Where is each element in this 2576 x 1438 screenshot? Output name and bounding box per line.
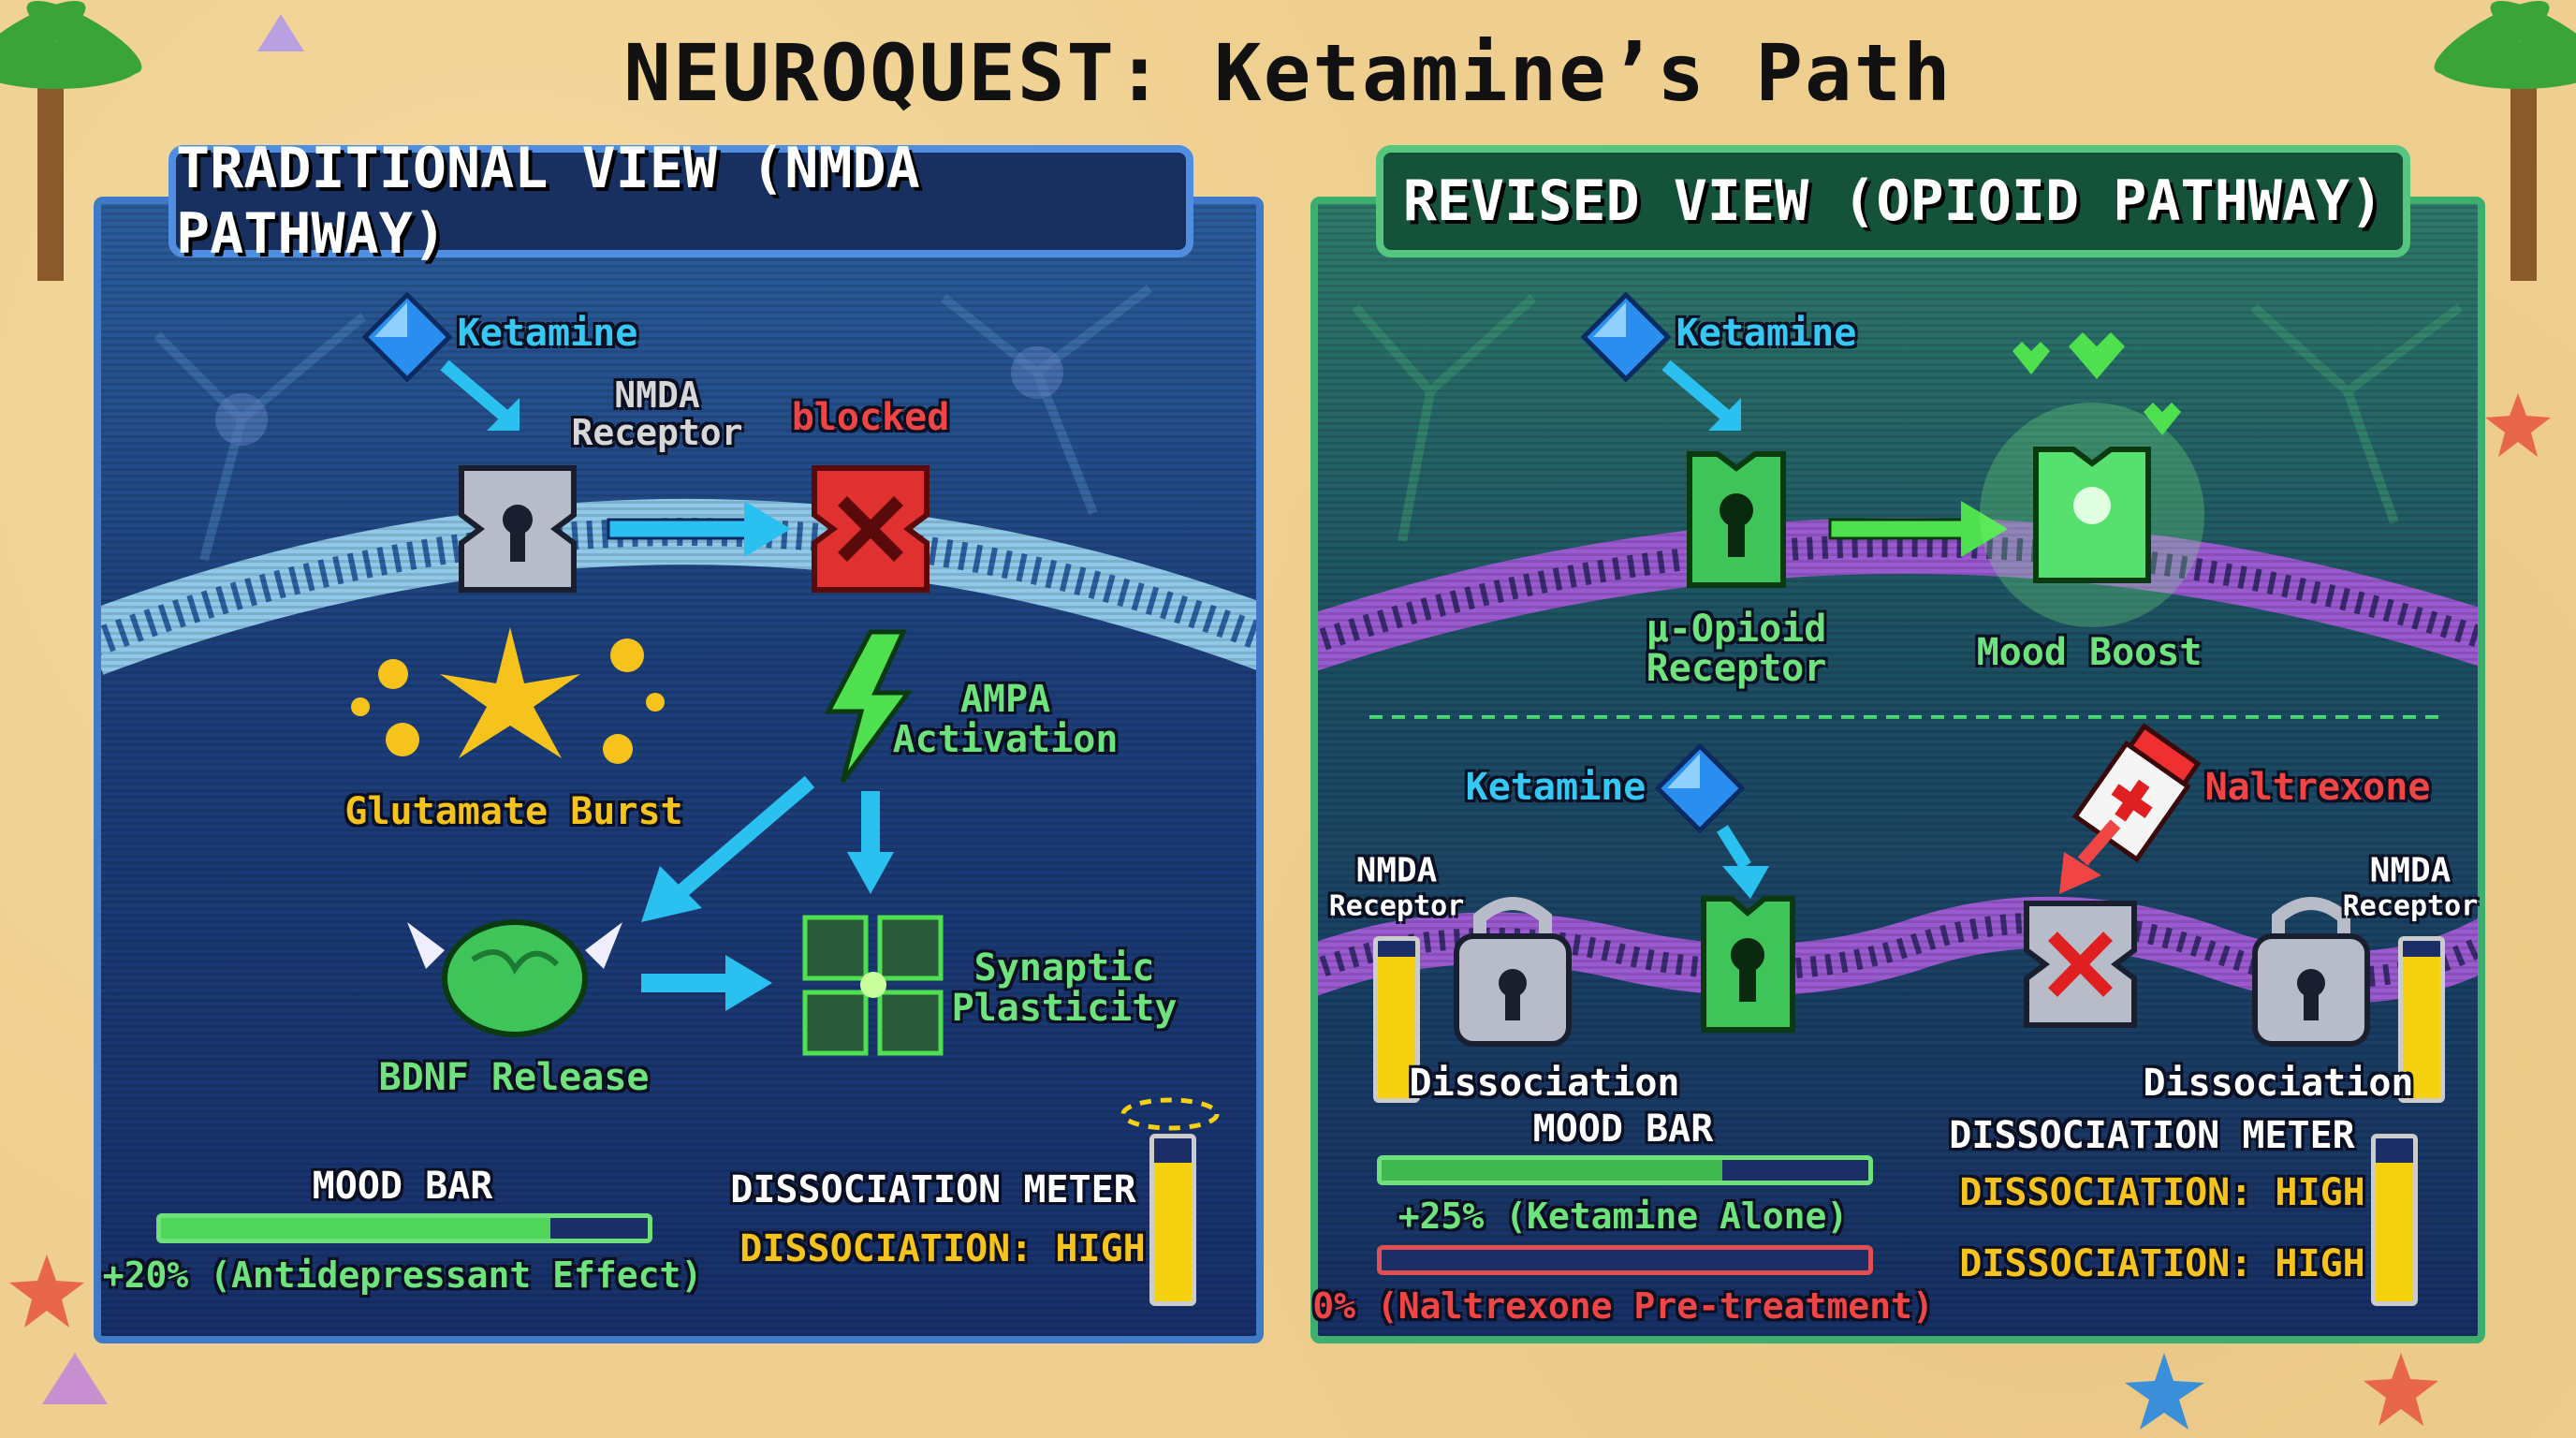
mood-bar-fill: [1382, 1160, 1722, 1181]
traditional-view-panel: [94, 197, 1264, 1343]
nmda-padlock-icon: [2252, 897, 2370, 1047]
dissociation-level-text: DISSOCIATION: HIGH: [739, 1227, 1146, 1270]
palm-tree-icon: [2434, 0, 2576, 281]
ketamine-crystal-icon: [1580, 291, 1672, 383]
arrow-down-left-icon: [2059, 819, 2121, 894]
mood-bar-label: MOOD BAR: [312, 1165, 493, 1208]
ketamine-label-lower: Ketamine: [1465, 766, 1647, 809]
seashell-icon: [42, 1353, 108, 1404]
dissociation-meter-label: DISSOCIATION METER: [1949, 1114, 2355, 1157]
glutamate-burst-label: Glutamate Burst: [344, 790, 683, 833]
arrow-down-icon: [1717, 825, 1769, 899]
lightning-bolt-icon: [824, 629, 913, 784]
dizzy-swirl-icon: [1120, 1097, 1220, 1131]
nmda-receptor-label-2: Receptor: [571, 412, 743, 453]
bdnf-brain-icon: [407, 919, 622, 1037]
arrow-down-icon: [847, 791, 894, 894]
mood-bar-ketamine-alone: [1377, 1155, 1873, 1185]
side-meter-fill: [1378, 956, 1415, 1098]
nmda-padlock-icon: [1454, 897, 1572, 1047]
mood-boost-label: Mood Boost: [1976, 631, 2203, 674]
page-title: NEUROQUEST: Ketamine’s Path: [623, 27, 1953, 119]
seashell-icon: [257, 14, 304, 51]
ketamine-label: Ketamine: [1676, 312, 1857, 355]
arrow-down-right-icon: [440, 360, 520, 431]
revised-view-header: REVISED VIEW (OPIOID PATHWAY): [1376, 145, 2410, 257]
arrow-right-icon: [1828, 501, 2008, 557]
synaptic-plasticity-label-2: Plasticity: [951, 987, 1178, 1030]
dissociation-side-meter-left: [1373, 936, 1420, 1103]
nmda-receptor-label-left: NMDA: [1355, 851, 1438, 890]
dissociation-meter: [1149, 1134, 1196, 1306]
glutamate-burst-icon: [351, 627, 665, 764]
bdnf-release-label: BDNF Release: [378, 1056, 650, 1099]
mood-bar-fill: [161, 1218, 550, 1239]
nmda-receptor-label-left-2: Receptor: [1328, 889, 1465, 923]
starfish-icon: [9, 1255, 84, 1328]
mood-bar-label: MOOD BAR: [1532, 1108, 1714, 1151]
arrow-down-right-icon: [1661, 360, 1741, 431]
blocked-label: blocked: [791, 396, 950, 439]
side-meter-fill: [2403, 956, 2440, 1098]
mu-opioid-receptor-label: µ-Opioid: [1646, 608, 1827, 651]
dissociation-meter-fill: [1154, 1163, 1192, 1301]
revised-view-panel: [1310, 197, 2485, 1343]
arrow-right-icon: [641, 955, 772, 1011]
arrow-down-left-icon: [641, 775, 815, 922]
mood-bar: [156, 1213, 652, 1243]
mu-opioid-receptor-icon: [1701, 896, 1795, 1033]
nmda-receptor-label-right-2: Receptor: [2342, 889, 2479, 923]
nmda-receptor-label: NMDA: [614, 374, 700, 416]
starfish-icon: [2364, 1353, 2438, 1426]
dissociation-level-text: DISSOCIATION: HIGH: [1959, 1171, 2365, 1214]
ketamine-label: Ketamine: [457, 312, 638, 355]
dissociation-meter: [2371, 1134, 2418, 1306]
mood-bar-naltrexone: [1377, 1245, 1873, 1275]
traditional-view-header: TRADITIONAL VIEW (NMDA PATHWAY): [168, 136, 1193, 267]
ketamine-crystal-icon: [1654, 742, 1746, 834]
naltrexone-label: Naltrexone: [2204, 766, 2431, 809]
ampa-label-2: Activation: [892, 718, 1119, 761]
dissociation-meter-label: DISSOCIATION METER: [730, 1168, 1136, 1211]
ampa-label: AMPA: [959, 678, 1051, 721]
starfish-icon: [2125, 1353, 2204, 1430]
dissociation-label-right: Dissociation: [2143, 1062, 2414, 1105]
blocked-receptor-icon: [2024, 901, 2137, 1028]
dissociation-side-meter-right: [2398, 936, 2445, 1103]
mood-naltrexone-text: 0% (Naltrexone Pre-treatment): [1312, 1285, 1934, 1327]
mood-ketamine-alone-text: +25% (Ketamine Alone): [1398, 1196, 1849, 1237]
ketamine-crystal-icon: [361, 291, 453, 383]
blocked-receptor-icon: [812, 465, 929, 593]
arrow-right-icon: [607, 501, 791, 557]
mu-opioid-receptor-icon: [1687, 451, 1786, 588]
synaptic-plasticity-label: Synaptic: [973, 946, 1155, 990]
dissociation-label-left: Dissociation: [1409, 1062, 1680, 1105]
mu-opioid-receptor-label-2: Receptor: [1646, 647, 1827, 690]
dissociation-meter-fill: [2376, 1163, 2413, 1301]
dissociation-level-text-2: DISSOCIATION: HIGH: [1959, 1242, 2365, 1285]
nmda-receptor-lock-icon: [459, 465, 577, 593]
synaptic-chip-icon: [802, 915, 944, 1056]
palm-tree-icon: [0, 0, 142, 281]
starfish-icon: [2485, 393, 2551, 457]
mood-boost-receptor-icon: [1980, 332, 2204, 627]
nmda-receptor-label-right: NMDA: [2369, 851, 2452, 890]
mood-effect-text: +20% (Antidepressant Effect): [102, 1255, 703, 1296]
